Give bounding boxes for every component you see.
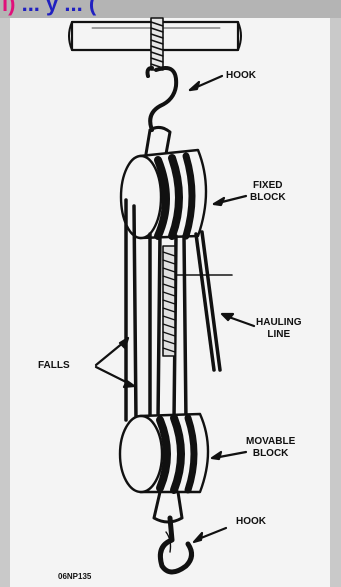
hook-bottom-label: HOOK — [236, 516, 266, 528]
hook-top-label: HOOK — [226, 70, 256, 82]
hauling-line-label-line2: LINE — [256, 329, 302, 341]
movable-block-label-line1: MOVABLE — [246, 436, 295, 448]
fixed-block-shackle — [146, 127, 170, 154]
falls-arrows — [96, 338, 134, 387]
movable-block-label: MOVABLE BLOCK — [246, 436, 295, 460]
fixed-block-label: FIXED BLOCK — [250, 180, 286, 204]
fixed-block-label-line2: BLOCK — [250, 192, 286, 204]
fixed-block-arrow — [214, 196, 246, 205]
top-hook-shape — [148, 68, 177, 130]
hook-bottom-arrow — [194, 528, 226, 542]
fixed-block-label-line1: FIXED — [250, 180, 286, 192]
hook-top-arrow — [190, 76, 222, 90]
movable-block — [120, 414, 208, 492]
hauling-line-label-line1: HAULING — [256, 317, 302, 329]
twisted-rope-section — [163, 246, 175, 356]
bottom-hook-shape — [160, 518, 191, 572]
falls-label: FALLS — [38, 360, 70, 372]
beam-lashing — [151, 18, 163, 70]
hauling-line-arrow — [222, 314, 254, 326]
movable-block-label-line2: BLOCK — [246, 448, 295, 460]
hauling-line-label: HAULING LINE — [256, 317, 302, 341]
movable-block-arrow — [212, 452, 246, 459]
figure-code: 06NP135 — [58, 572, 91, 581]
